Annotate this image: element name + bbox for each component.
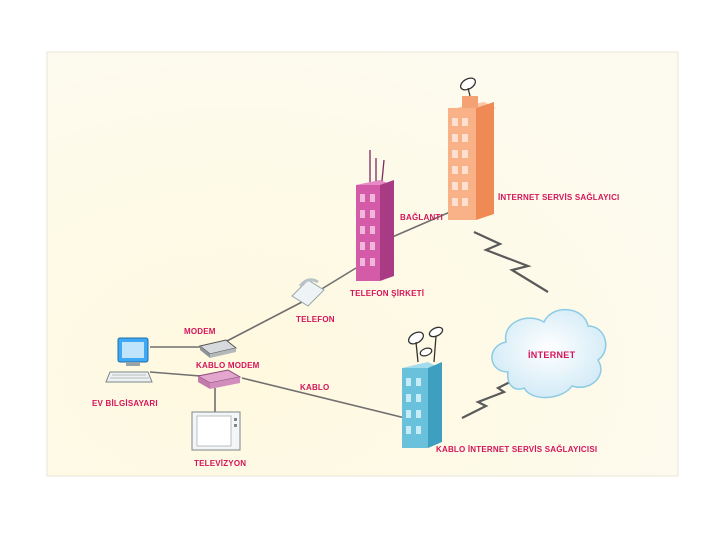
- internet-label: İNTERNET: [528, 350, 576, 360]
- pc-cable-modem-line: [149, 371, 201, 377]
- television-label: TELEVİZYON: [194, 459, 246, 468]
- cable-modem-label: KABLO MODEM: [196, 361, 260, 370]
- telecom-building: [356, 150, 394, 281]
- phone-telecom-line: [319, 267, 357, 291]
- cable-label: KABLO: [300, 383, 329, 392]
- computer-label: EV BİLGİSAYARI: [92, 399, 158, 408]
- satellite-dish-icon: [407, 326, 444, 363]
- cable-isp-label: KABLO İNTERNET SERVİS SAĞLAYICISI: [436, 445, 597, 454]
- modem-label: MODEM: [184, 327, 216, 336]
- cable-isp-building: [402, 326, 444, 448]
- telecom-label: TELEFON ŞİRKETİ: [350, 289, 424, 298]
- cable-line: [241, 377, 406, 419]
- satellite-dish-icon: [459, 77, 477, 97]
- telephone-label: TELEFON: [296, 315, 335, 324]
- antenna-icon: [369, 150, 385, 182]
- cable-isp-internet-bolt: [461, 377, 519, 419]
- television-icon: [191, 411, 241, 451]
- isp-label: İNTERNET SERVİS SAĞLAYICI: [498, 193, 619, 202]
- baglanti-label: BAĞLANTI: [400, 213, 443, 222]
- modem-icon: [198, 339, 238, 358]
- internet-cloud: [491, 308, 607, 399]
- telecom-isp-line: [389, 211, 451, 239]
- connection-lines: [149, 211, 451, 419]
- telephone-icon: [291, 278, 325, 307]
- isp-building: [448, 77, 496, 220]
- isp-internet-bolt: [473, 231, 549, 293]
- computer-icon: [105, 337, 153, 383]
- cable-modem-icon: [196, 369, 242, 389]
- modem-phone-line: [224, 301, 303, 343]
